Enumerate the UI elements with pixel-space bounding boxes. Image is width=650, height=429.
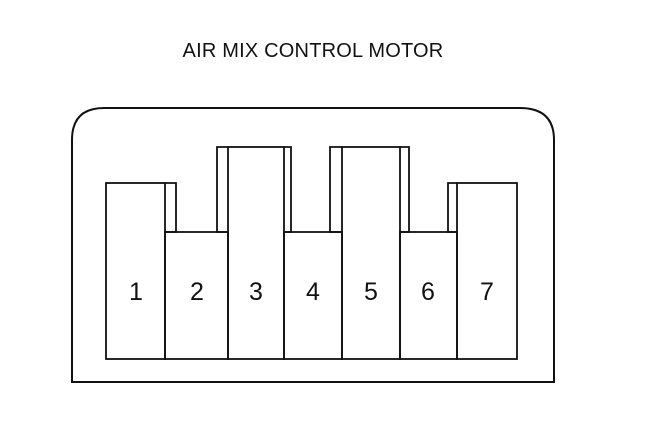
key-notch-left-3 bbox=[216, 146, 228, 233]
pin-label-2: 2 bbox=[190, 278, 204, 306]
terminal-cavities bbox=[105, 146, 518, 360]
cavity-1 bbox=[105, 182, 166, 360]
key-notch-left-7 bbox=[447, 182, 457, 233]
key-notch-right-5 bbox=[400, 146, 410, 233]
key-notches bbox=[165, 146, 457, 233]
key-notch-left-1 bbox=[165, 182, 177, 233]
pin-label-4: 4 bbox=[306, 278, 320, 306]
pin-labels: 1 2 3 4 5 6 7 bbox=[129, 278, 494, 306]
cavity-3 bbox=[227, 146, 285, 360]
diagram-title: AIR MIX CONTROL MOTOR bbox=[182, 40, 444, 62]
pin-label-5: 5 bbox=[364, 278, 378, 306]
pin-label-7: 7 bbox=[480, 278, 494, 306]
cavity-5 bbox=[341, 146, 401, 360]
key-notch-right-3 bbox=[284, 146, 292, 233]
pin-label-1: 1 bbox=[129, 278, 143, 306]
cavity-7 bbox=[456, 182, 518, 360]
connector-housing bbox=[71, 107, 555, 383]
key-notch-left-5 bbox=[329, 146, 342, 233]
pin-label-6: 6 bbox=[421, 278, 435, 306]
pin-label-3: 3 bbox=[249, 278, 263, 306]
